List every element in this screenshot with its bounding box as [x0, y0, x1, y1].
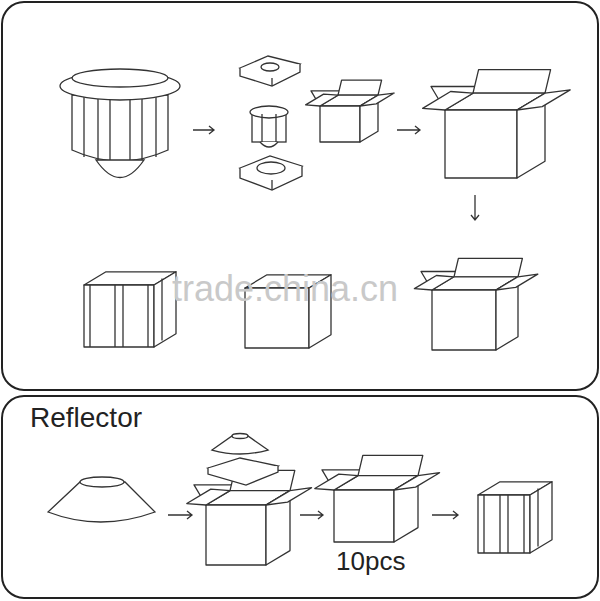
reflectors	[48, 434, 278, 523]
box-outline	[500, 495, 508, 553]
box-outline	[360, 93, 394, 106]
box-outline	[496, 274, 538, 290]
box-outline	[115, 285, 123, 347]
box-outline	[320, 106, 360, 142]
box-outline	[315, 474, 358, 490]
boxes	[84, 70, 570, 565]
box-outline	[414, 275, 454, 290]
box-outline	[537, 488, 538, 546]
box-outline	[473, 70, 551, 94]
lamp	[60, 69, 180, 178]
box-outline	[517, 90, 570, 110]
box-outline	[445, 110, 517, 178]
box-outline	[358, 455, 423, 475]
box-outline	[161, 278, 162, 340]
box-outline	[454, 258, 522, 276]
top-panel	[2, 2, 598, 390]
box-outline	[266, 488, 312, 505]
box-outline	[90, 285, 148, 347]
box-outline	[530, 482, 552, 553]
box-outline	[484, 495, 524, 553]
box-outline	[423, 92, 473, 110]
box-outline	[338, 80, 382, 95]
box-outline	[206, 505, 266, 565]
box-outline	[187, 489, 230, 505]
box-outline	[84, 285, 154, 347]
box-outline	[334, 490, 394, 542]
quantity-label: 10pcs	[334, 546, 407, 577]
box-outline	[478, 495, 530, 553]
foam-and-lamp	[240, 56, 302, 190]
box-outline	[394, 473, 440, 490]
bottom-panel-frame	[2, 396, 598, 598]
box-outline	[306, 94, 338, 106]
box-outline	[432, 290, 496, 350]
panel-heading: Reflector	[30, 402, 142, 434]
watermark: trade.china.cn	[172, 268, 398, 310]
reflector-panel: Reflector	[2, 396, 598, 598]
